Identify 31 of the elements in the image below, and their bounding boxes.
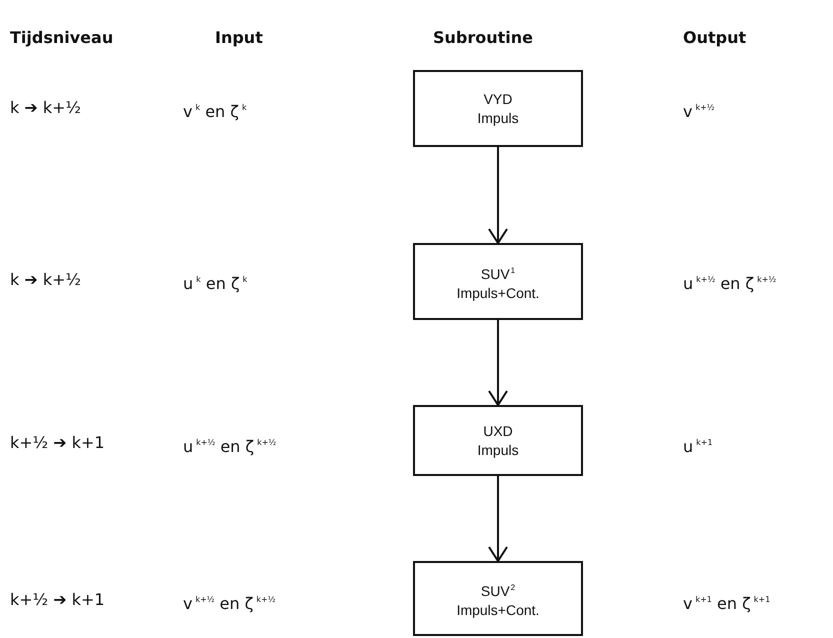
column-header: Subroutine xyxy=(433,28,534,48)
process-box xyxy=(413,243,583,320)
arrow xyxy=(488,147,508,244)
box-text: Impuls+Cont. xyxy=(456,284,540,302)
box-text: UXD xyxy=(483,422,513,440)
output-variables: v$^{k+1}$ en ζ$^{k+1}$ xyxy=(683,593,770,614)
box-text: SUV$^{2}$ xyxy=(480,582,516,600)
column-header: Tijdsniveau xyxy=(10,28,114,48)
box-text: SUV$^{1}$ xyxy=(480,264,516,284)
process-box xyxy=(413,70,583,147)
column-header: Input xyxy=(215,28,263,48)
time-level: k ➔ k+½ xyxy=(10,270,82,290)
arrow xyxy=(488,320,508,406)
time-level: k+½ ➔ k+1 xyxy=(10,433,105,453)
process-box xyxy=(413,405,583,476)
input-variables: u$^{k}$ en ζ$^{k}$ xyxy=(183,273,248,294)
arrow xyxy=(488,476,508,562)
column-header: Output xyxy=(683,28,746,48)
input-variables: u$^{k+½}$ en ζ$^{k+½}$ xyxy=(183,436,276,457)
box-text: Impuls+Cont. xyxy=(456,600,540,620)
output-variables: u$^{k+1}$ xyxy=(683,436,713,457)
time-level: k ➔ k+½ xyxy=(10,98,82,118)
box-text: Impuls xyxy=(477,108,519,128)
time-level: k+½ ➔ k+1 xyxy=(10,590,105,610)
input-variables: v$^{k}$ en ζ$^{k}$ xyxy=(183,101,247,122)
output-variables: u$^{k+½}$ en ζ$^{k+½}$ xyxy=(683,273,776,294)
box-text: VYD xyxy=(484,90,512,108)
output-variables: v$^{k+½}$ xyxy=(683,101,715,122)
process-box xyxy=(413,561,583,636)
input-variables: v$^{k+½}$ en ζ$^{k+½}$ xyxy=(183,593,276,614)
box-text: Impuls xyxy=(477,440,519,460)
